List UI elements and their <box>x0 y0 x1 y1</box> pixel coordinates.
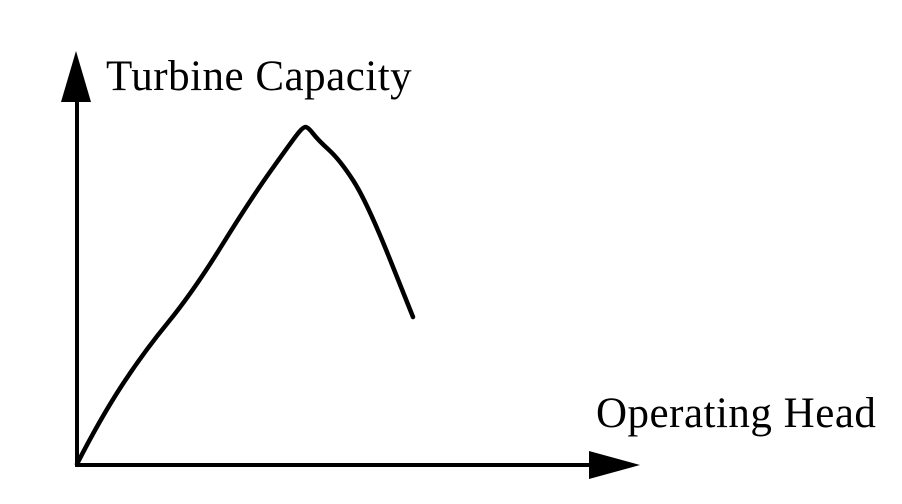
y-axis-label: Turbine Capacity <box>106 53 413 100</box>
x-axis-label: Operating Head <box>596 390 877 437</box>
y-axis-arrowhead-icon <box>61 51 91 102</box>
capacity-curve <box>74 124 416 467</box>
x-axis-arrowhead-icon <box>589 451 640 479</box>
